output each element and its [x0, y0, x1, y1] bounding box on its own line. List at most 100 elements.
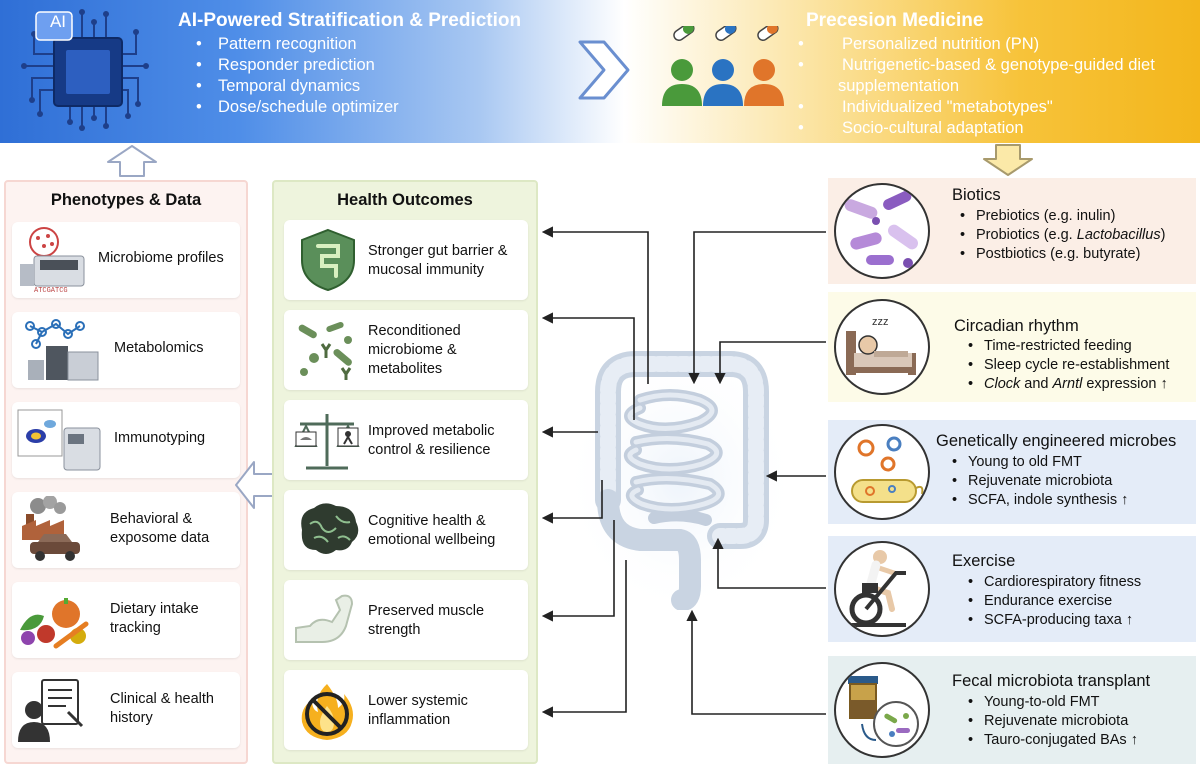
pheno-card-clinical: Clinical & health history [12, 672, 240, 748]
ai-feature-list: Pattern recognition Responder prediction… [192, 34, 399, 118]
brain-icon [301, 503, 359, 554]
circadian-panel: zzz Circadian rhythm Time-restricted fee… [828, 292, 1196, 402]
fmt-item: Tauro-conjugated BAs ↑ [968, 731, 1138, 750]
ai-stratification-title: AI-Powered Stratification & Prediction [178, 10, 522, 31]
clock-gene-text: Clock [984, 376, 1021, 392]
ai-chip-icon [21, 9, 149, 131]
health-card-cognitive: Cognitive health & emotional wellbeing [284, 490, 528, 570]
circadian-item-text: expression ↑ [1082, 376, 1168, 392]
precision-medicine-title: Precesion Medicine [806, 10, 984, 31]
engineered-item: Rejuvenate microbiota [952, 472, 1128, 491]
circadian-list: Time-restricted feeding Sleep cycle re-e… [968, 337, 1169, 394]
circadian-item: Clock and Arntl expression ↑ [968, 375, 1169, 394]
engineered-title: Genetically engineered microbes [936, 432, 1177, 450]
fmt-item: Rejuvenate microbiota [968, 712, 1138, 731]
clinical-record-icon [18, 679, 84, 742]
chevron-right-icon [578, 40, 630, 100]
health-label: Stronger gut barrier & mucosal immunity [368, 243, 508, 278]
pheno-card-diet: Dietary intake tracking [12, 582, 240, 658]
balance-scale-icon [294, 414, 360, 470]
vegetables-icon [20, 598, 89, 649]
no-fire-icon [301, 684, 353, 740]
precision-item: Individualized "metabotypes" [816, 97, 1176, 118]
flow-cytometer-icon [17, 409, 101, 471]
exercise-circle [834, 541, 930, 637]
arrow-left-icon [235, 461, 275, 509]
intestine-illustration [572, 351, 788, 610]
biotics-list: Prebiotics (e.g. inulin) Probiotics (e.g… [960, 207, 1165, 264]
svg-text:ATCGATCG: ATCGATCG [34, 287, 68, 294]
plasmid-bacterium-icon [851, 436, 924, 503]
arrow-up-icon [107, 145, 157, 177]
health-card-inflammation: Lower systemic inflammation [284, 670, 528, 750]
biotics-circle [834, 183, 930, 279]
mass-spectrometer-icon [25, 319, 99, 381]
precision-medicine-list: Personalized nutrition (PN) Nutrigenetic… [816, 34, 1176, 139]
phenotypes-title: Phenotypes & Data [50, 191, 202, 209]
exercise-item: SCFA-producing taxa ↑ [968, 611, 1141, 630]
engineered-item: SCFA, indole synthesis ↑ [952, 491, 1128, 510]
gut-shield-icon [301, 228, 355, 292]
stool-sample-icon [848, 676, 919, 747]
pheno-card-exposome: Behavioral & exposome data [12, 492, 240, 568]
fmt-panel: Fecal microbiota transplant Young-to-old… [828, 656, 1196, 764]
ai-feature-item: Dose/schedule optimizer [192, 97, 399, 118]
biotics-item: Postbiotics (e.g. butyrate) [960, 245, 1165, 264]
circadian-circle: zzz [834, 299, 930, 395]
stationary-bike-icon [849, 550, 906, 627]
ai-feature-item: Temporal dynamics [192, 76, 399, 97]
biotics-item: Probiotics (e.g. Lactobacillus) [960, 226, 1165, 245]
biotics-item-text: ) [1160, 227, 1166, 243]
health-label: Reconditioned microbiome & metabolites [368, 323, 461, 377]
patients-with-pills-icon [662, 26, 784, 106]
exercise-item: Cardiorespiratory fitness [968, 573, 1141, 592]
exercise-item: Endurance exercise [968, 592, 1141, 611]
microbes-icon [298, 321, 352, 380]
health-outcomes-title: Health Outcomes [337, 191, 473, 209]
pheno-label: Dietary intake tracking [110, 601, 199, 636]
arntl-gene-text: Arntl [1052, 376, 1083, 392]
precision-item: Nutrigenetic-based & genotype-guided die… [816, 55, 1176, 97]
biotics-title: Biotics [952, 186, 1001, 204]
pheno-card-metabolomics: Metabolomics [12, 312, 240, 388]
health-outcomes-panel: Health Outcomes Stronger gut barrier & m… [272, 180, 538, 764]
health-label: Lower systemic inflammation [368, 693, 468, 728]
health-label: Improved metabolic control & resilience [368, 423, 495, 458]
exercise-panel: Exercise Cardiorespiratory fitness Endur… [828, 536, 1196, 642]
fmt-item: Young-to-old FMT [968, 693, 1138, 712]
pheno-label: Immunotyping [114, 430, 206, 446]
engineered-list: Young to old FMT Rejuvenate microbiota S… [952, 453, 1128, 510]
pheno-label: Metabolomics [114, 340, 204, 356]
biotics-item-text: Probiotics (e.g. [976, 227, 1077, 243]
circadian-item: Sleep cycle re-establishment [968, 356, 1169, 375]
fmt-title: Fecal microbiota transplant [952, 672, 1151, 690]
ai-feature-item: Responder prediction [192, 55, 399, 76]
phenotypes-panel: Phenotypes & Data ATCGATCG Microbiome pr… [4, 180, 248, 764]
pheno-card-immunotyping: Immunotyping [12, 402, 240, 478]
exercise-title: Exercise [952, 552, 1016, 570]
fmt-list: Young-to-old FMT Rejuvenate microbiota T… [968, 693, 1138, 750]
engineered-microbes-panel: Genetically engineered microbes Young to… [828, 420, 1196, 524]
health-label: Preserved muscle strength [368, 603, 485, 638]
pheno-label: Microbiome profiles [98, 250, 224, 266]
circadian-item-text: and [1020, 376, 1053, 392]
flexed-arm-icon [295, 594, 354, 643]
top-banner: AI AI-Powered Stratification & Predictio… [0, 0, 1200, 143]
factory-car-icon [22, 496, 80, 561]
health-card-metabolic: Improved metabolic control & resilience [284, 400, 528, 480]
pheno-label: Behavioral & exposome data [110, 511, 210, 546]
precision-item: Personalized nutrition (PN) [816, 34, 1176, 55]
circadian-item: Time-restricted feeding [968, 337, 1169, 356]
biotics-item: Prebiotics (e.g. inulin) [960, 207, 1165, 226]
bacteria-icon [844, 190, 919, 268]
health-card-gut-barrier: Stronger gut barrier & mucosal immunity [284, 220, 528, 300]
sleeping-bed-icon: zzz [846, 316, 916, 375]
exercise-list: Cardiorespiratory fitness Endurance exer… [968, 573, 1141, 630]
engineered-item: Young to old FMT [952, 453, 1128, 472]
arrow-down-icon [983, 144, 1033, 176]
sequencer-icon: ATCGATCG [20, 227, 85, 294]
ai-feature-item: Pattern recognition [192, 34, 399, 55]
pheno-label: Clinical & health history [110, 691, 214, 726]
health-card-muscle: Preserved muscle strength [284, 580, 528, 660]
lactobacillus-text: Lactobacillus [1076, 227, 1161, 243]
